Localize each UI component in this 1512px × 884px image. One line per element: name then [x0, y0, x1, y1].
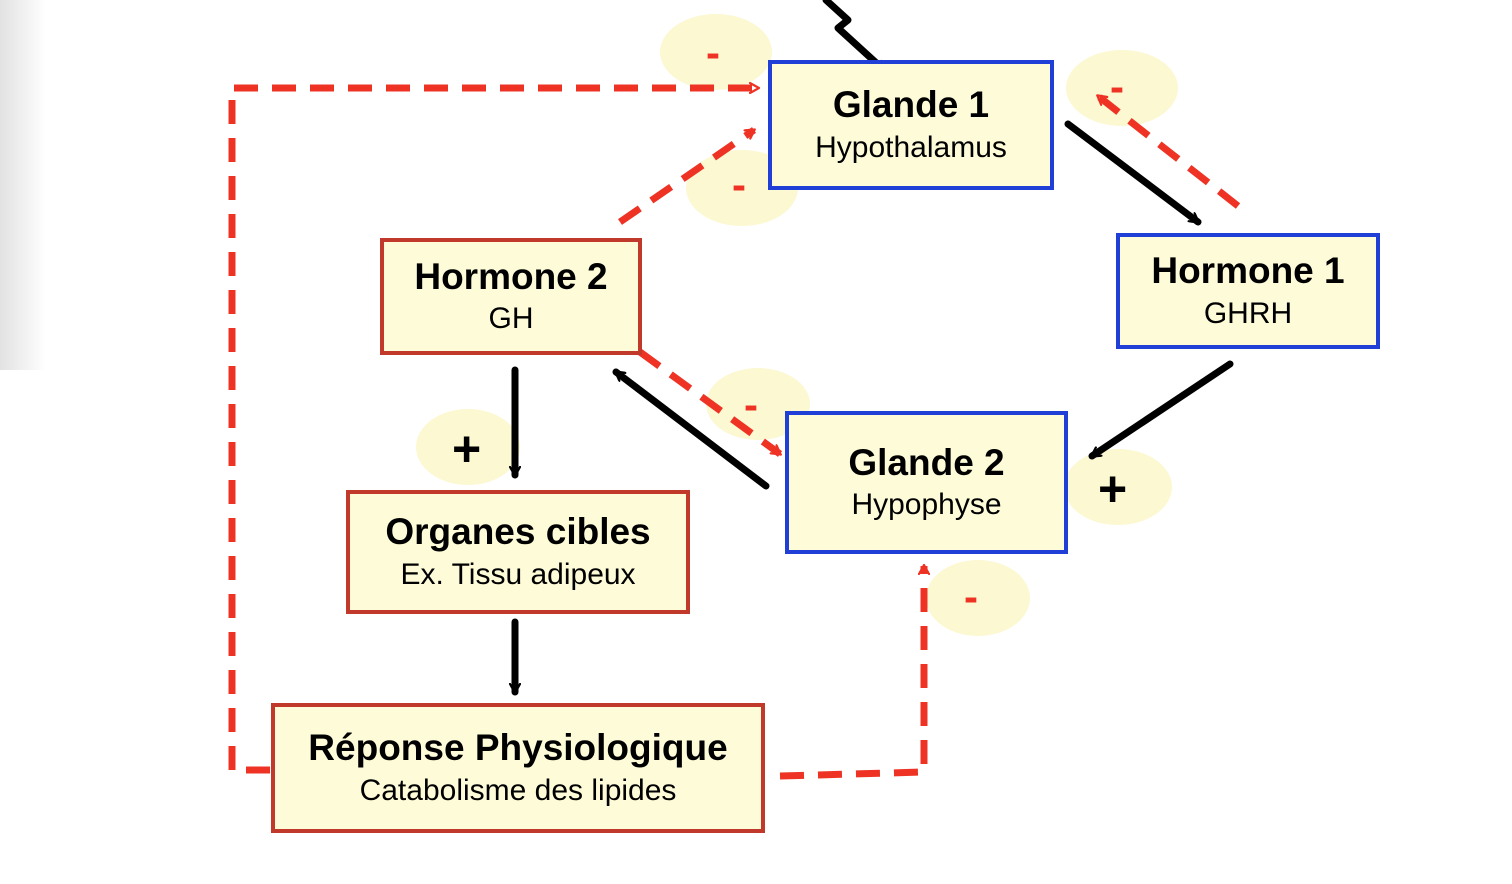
hormone1-title: Hormone 1 [1151, 250, 1345, 292]
minus-sign-top-right: - [1110, 63, 1124, 110]
minus-sign-bottom: - [964, 573, 978, 620]
hormone1-subtitle: GHRH [1203, 296, 1293, 330]
stimulation-arrows [515, 0, 1234, 696]
hormone1-box: Hormone 1 GHRH [1116, 233, 1380, 349]
plus-sign-hypophyse: + [1098, 461, 1128, 517]
feedback-reponse-to-hypothalamus [228, 88, 758, 774]
feedback-gh-to-hypothalamus [618, 127, 756, 225]
glande2-box: Glande 2 Hypophyse [785, 411, 1068, 554]
halo-minus-top-right [1066, 50, 1178, 126]
halo-plus-hypophyse [1064, 449, 1172, 525]
reponse-title: Réponse Physiologique [308, 727, 728, 769]
halo-plus-gh [416, 409, 520, 485]
arrow-input-to-hypothalamus [822, 0, 888, 74]
glande2-title: Glande 2 [848, 441, 1005, 483]
reponse-subtitle: Catabolisme des lipides [359, 773, 677, 807]
glande1-subtitle: Hypothalamus [815, 130, 1007, 164]
halo-minus-top-left [660, 14, 772, 90]
glande1-box: Glande 1 Hypothalamus [768, 60, 1054, 190]
feedback-ghrh-to-hypothalamus [1095, 93, 1241, 209]
organes-subtitle: Ex. Tissu adipeux [400, 557, 636, 591]
arrow-hypophyse-to-gh [612, 368, 770, 490]
hormone2-box: Hormone 2 GH [380, 238, 642, 355]
halo-minus-bottom [926, 560, 1030, 636]
arrow-hypothalamus-to-ghrh [1064, 120, 1202, 226]
feedback-reponse-to-hypophyse [779, 566, 924, 780]
feedback-gh-to-hypophyse [637, 349, 783, 457]
hormone2-title: Hormone 2 [414, 255, 608, 297]
glande2-subtitle: Hypophyse [851, 488, 1002, 522]
minus-sign-top-left: - [706, 29, 720, 76]
glande1-title: Glande 1 [832, 84, 990, 126]
minus-sign-hypothalamus-bottom: - [732, 161, 746, 208]
plus-sign-gh: + [452, 421, 482, 477]
organes-title: Organes cibles [385, 511, 651, 553]
organes-box: Organes cibles Ex. Tissu adipeux [346, 490, 690, 614]
reponse-box: Réponse Physiologique Catabolisme des li… [271, 703, 765, 833]
hormone2-subtitle: GH [488, 302, 534, 336]
minus-sign-gh-feedback: - [744, 381, 758, 428]
left-edge-shadow [0, 0, 46, 370]
arrow-ghrh-to-hypophyse [1088, 360, 1234, 460]
feedback-arrows [228, 88, 1241, 780]
